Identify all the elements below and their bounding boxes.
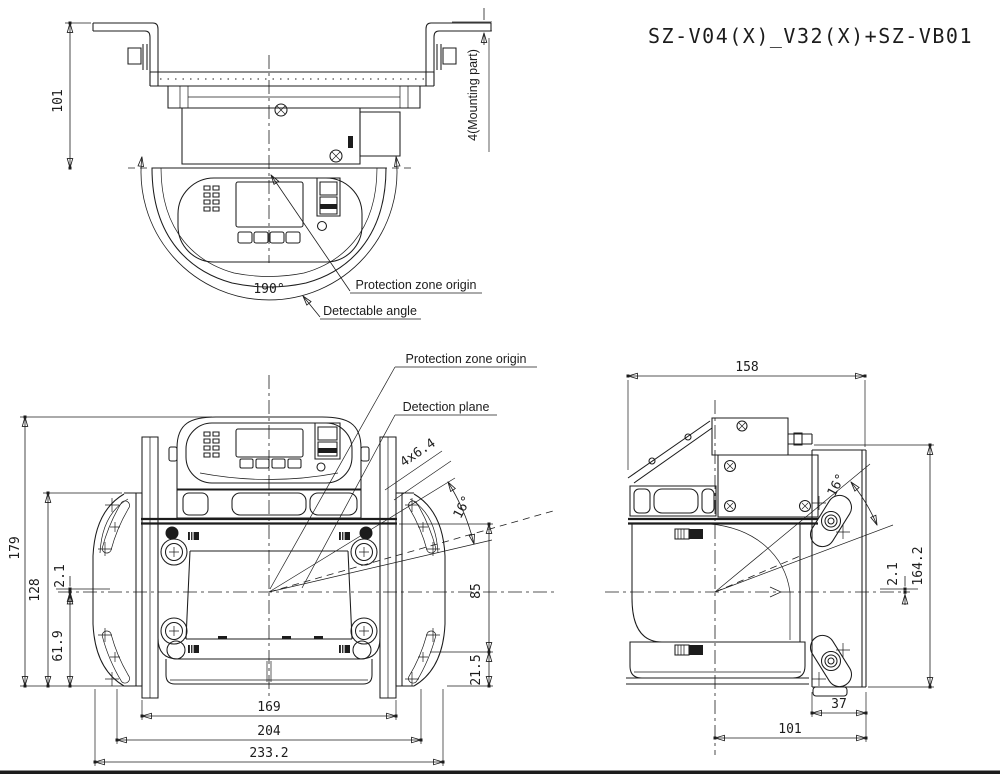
dim-158: 158	[735, 360, 758, 375]
angle-arc-16	[851, 482, 877, 525]
leader-protection-zone-origin	[271, 175, 350, 291]
dim-61-9: 61.9	[51, 630, 66, 661]
dim-164-2: 164.2	[911, 546, 926, 585]
dim-slot-4x6-4: 4x6.4	[398, 436, 439, 470]
slot-lower	[102, 631, 129, 683]
dim-2-1: 2.1	[53, 564, 68, 587]
label-detectable-angle: Detectable angle	[323, 304, 417, 318]
dim-mounting-part: 4(Mounting part)	[466, 49, 480, 141]
display-screen	[236, 182, 303, 227]
dim-128: 128	[28, 578, 43, 601]
control-buttons	[240, 459, 301, 468]
front-view-dimensions: 179 128 61.9 2.1 85 21.5 169 204 233.2 4…	[8, 417, 493, 766]
dim-179: 179	[8, 536, 23, 559]
scanner-head-top	[128, 55, 412, 300]
detectable-angle-arc	[141, 157, 397, 300]
clamp-lower	[806, 631, 856, 691]
dim-height-101: 101	[51, 89, 66, 112]
dim-204: 204	[257, 724, 281, 739]
dim-angle-16: 16°	[451, 493, 475, 521]
label-protection-zone-origin: Protection zone origin	[356, 278, 477, 292]
window-marks	[675, 529, 703, 655]
page-title: SZ-V04(X)_V32(X)+SZ-VB01	[648, 24, 973, 48]
mounting-bracket-left	[93, 493, 142, 686]
dim-233-2: 233.2	[249, 746, 288, 761]
leader-detection-plane	[302, 415, 395, 588]
scanner-body-side	[626, 418, 818, 684]
mounting-plate-side	[806, 450, 866, 696]
vent-marks	[188, 532, 350, 653]
mounting-bracket-right	[396, 493, 445, 686]
slot-lower	[408, 631, 435, 683]
leader-protection-zone-origin	[270, 367, 395, 589]
dim-101: 101	[778, 722, 801, 737]
top-view-annotations: Protection zone origin Detectable angle	[271, 175, 482, 319]
led-indicators	[204, 432, 219, 457]
dim-169: 169	[257, 700, 280, 715]
mounting-bracket-top	[93, 23, 491, 164]
dim-37: 37	[831, 697, 847, 712]
side-centerlines	[605, 400, 918, 755]
dim-2-1: 2.1	[886, 562, 901, 585]
label-protection-zone-origin: Protection zone origin	[406, 352, 527, 366]
connector-block	[315, 423, 340, 471]
top-view: 101 4(Mounting part) 190° Protection zon…	[51, 8, 492, 319]
slot-upper	[102, 501, 129, 553]
dim-angle-16: 16°	[825, 471, 849, 499]
led-indicators	[204, 186, 219, 211]
front-centerlines	[56, 375, 556, 700]
side-view-dimensions: 158 164.2 2.1 16° 37 101	[628, 360, 934, 742]
label-detection-plane: Detection plane	[403, 400, 490, 414]
control-buttons	[238, 232, 300, 243]
dim-85: 85	[469, 583, 484, 599]
side-view: 158 164.2 2.1 16° 37 101	[605, 360, 934, 755]
beam-line	[269, 511, 553, 592]
leader-detectable-angle	[303, 296, 320, 317]
scanner-head-front	[169, 417, 369, 489]
connector-block	[317, 178, 340, 231]
display-screen	[236, 429, 303, 457]
drawing-frame-edge	[0, 770, 1000, 774]
dim-detectable-angle-190: 190°	[253, 282, 284, 297]
angle-arc-16	[448, 482, 474, 544]
dim-21-5: 21.5	[469, 654, 484, 685]
plane-direction-arrow	[770, 587, 781, 597]
front-view-annotations: Protection zone origin Detection plane	[270, 352, 537, 589]
front-view: 179 128 61.9 2.1 85 21.5 169 204 233.2 4…	[8, 352, 556, 766]
